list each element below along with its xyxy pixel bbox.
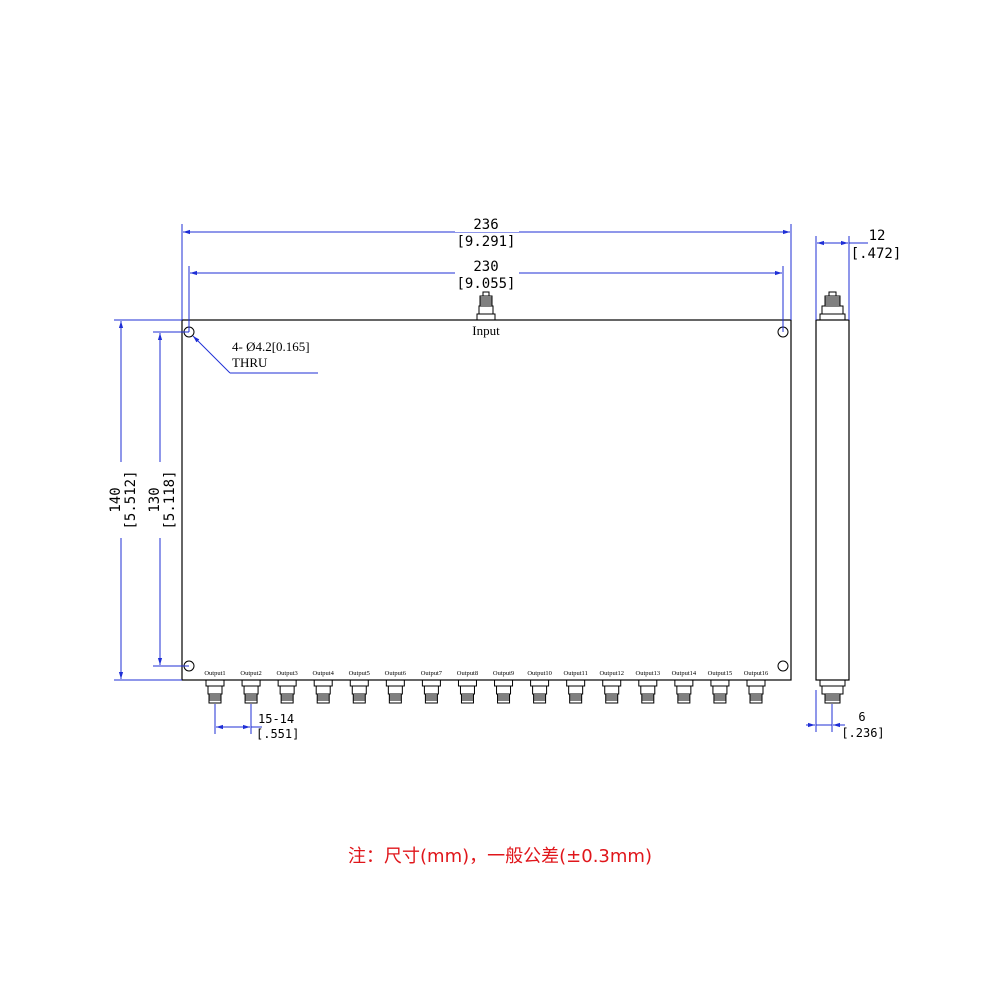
dim-port-pitch: 15-14 [.551]	[214, 704, 299, 741]
dim-hole-spacing-y: 130 [5.118]	[147, 331, 189, 667]
output-label: Output16	[744, 670, 769, 677]
output-port	[205, 679, 225, 704]
dim-hole-spacing-y-inch: [5.118]	[162, 470, 178, 529]
output-label: Output12	[599, 670, 624, 677]
dim-thickness-inch: [.472]	[851, 246, 902, 262]
output-label: Output6	[385, 670, 407, 677]
dim-connector-offset: 6 [.236]	[806, 690, 885, 740]
output-label: Output9	[493, 670, 514, 677]
side-output-connector	[819, 679, 846, 704]
dim-port-pitch-inch: [.551]	[256, 727, 299, 741]
output-label: Output4	[313, 670, 335, 677]
dim-overall-height-inch: [5.512]	[123, 470, 139, 529]
output-port	[746, 679, 766, 704]
hole-callout-line2: THRU	[232, 355, 268, 370]
output-label: Output15	[708, 670, 733, 677]
output-port	[313, 679, 333, 704]
dim-overall-height-value: 140	[108, 487, 124, 512]
output-label: Output13	[636, 670, 661, 677]
output-port	[674, 679, 694, 704]
dim-hole-spacing-x-value: 230	[473, 259, 498, 275]
output-port	[638, 679, 658, 704]
side-view	[815, 291, 850, 704]
output-label: Output11	[564, 670, 588, 677]
output-port	[566, 679, 586, 704]
output-label: Output7	[421, 670, 443, 677]
side-view-body	[815, 319, 850, 681]
output-port	[277, 679, 297, 704]
dim-hole-spacing-x-inch: [9.055]	[456, 276, 515, 292]
dim-connector-offset-inch: [.236]	[841, 726, 884, 740]
dim-connector-offset-value: 6	[858, 710, 865, 724]
dim-overall-width: 236 [9.291]	[181, 217, 792, 320]
output-port	[530, 679, 550, 704]
output-port	[457, 679, 477, 704]
dim-overall-width-inch: [9.291]	[456, 234, 515, 250]
output-port	[494, 679, 514, 704]
dim-hole-spacing-x: 230 [9.055]	[188, 259, 784, 332]
output-label: Output10	[527, 670, 552, 677]
output-port	[602, 679, 622, 704]
output-label: Output8	[457, 670, 478, 677]
output-port	[710, 679, 730, 704]
output-label: Output3	[276, 670, 297, 677]
output-ports: Output1 Output2 Output3 Output4 Output5 Outpu…	[204, 670, 769, 704]
divider-body-outline	[181, 319, 792, 681]
dim-thickness: 12 [.472]	[815, 228, 902, 320]
output-port	[241, 679, 261, 704]
output-label: Output14	[672, 670, 697, 677]
dim-port-pitch-value: 15-14	[258, 712, 294, 726]
output-port	[349, 679, 369, 704]
dim-hole-spacing-y-value: 130	[147, 487, 163, 512]
dim-overall-height: 140 [5.512]	[108, 319, 182, 681]
output-port	[421, 679, 441, 704]
tolerance-note: 注：尺寸(mm)，一般公差(±0.3mm)	[348, 846, 652, 867]
output-label: Output5	[349, 670, 370, 677]
output-label: Output1	[204, 670, 225, 677]
output-label: Output2	[240, 670, 261, 677]
hole-callout: 4- Ø4.2[0.165] THRU	[192, 335, 318, 374]
dim-overall-width-value: 236	[473, 217, 498, 233]
mounting-hole	[777, 660, 789, 672]
hole-callout-line1: 4- Ø4.2[0.165]	[232, 339, 310, 354]
dim-thickness-value: 12	[869, 228, 886, 244]
side-input-connector	[819, 291, 846, 321]
output-port	[385, 679, 405, 704]
input-connector	[476, 291, 496, 321]
input-label: Input	[472, 323, 500, 338]
